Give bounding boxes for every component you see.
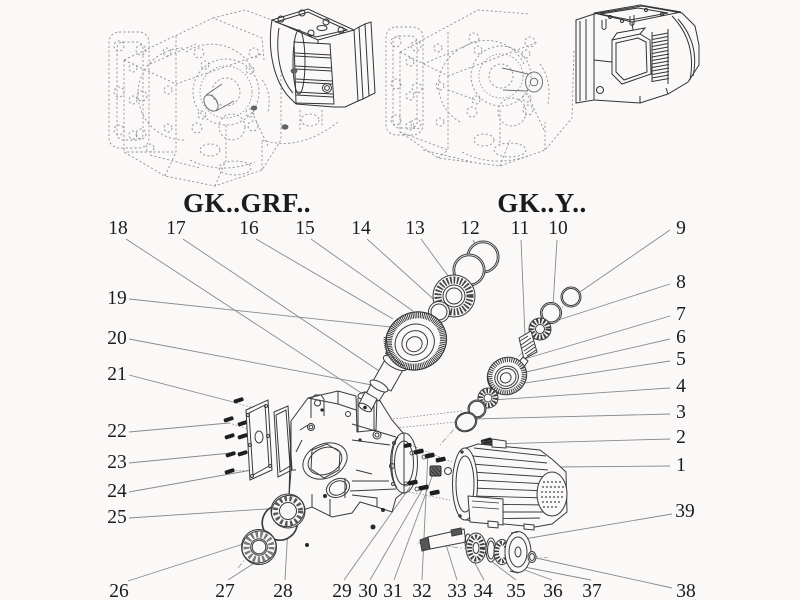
svg-text:19: 19	[107, 288, 127, 309]
svg-text:30: 30	[358, 581, 378, 600]
svg-text:3: 3	[676, 402, 686, 423]
svg-text:6: 6	[676, 327, 686, 348]
svg-text:36: 36	[543, 581, 563, 600]
svg-text:8: 8	[676, 272, 686, 293]
svg-text:23: 23	[107, 452, 127, 473]
svg-text:37: 37	[582, 581, 602, 600]
svg-text:22: 22	[107, 421, 127, 442]
svg-text:9: 9	[676, 218, 686, 239]
svg-text:7: 7	[676, 304, 686, 325]
svg-text:10: 10	[548, 218, 568, 239]
svg-text:12: 12	[460, 218, 480, 239]
svg-text:21: 21	[107, 364, 127, 385]
svg-text:14: 14	[351, 218, 371, 239]
svg-text:31: 31	[383, 581, 403, 600]
svg-text:24: 24	[107, 481, 127, 502]
svg-text:16: 16	[239, 218, 259, 239]
svg-text:28: 28	[273, 581, 293, 600]
svg-text:39: 39	[675, 501, 695, 522]
svg-text:2: 2	[676, 427, 686, 448]
svg-text:13: 13	[405, 218, 425, 239]
svg-text:33: 33	[447, 581, 467, 600]
svg-text:4: 4	[676, 376, 686, 397]
svg-text:32: 32	[412, 581, 432, 600]
svg-text:17: 17	[166, 218, 186, 239]
svg-text:15: 15	[295, 218, 315, 239]
svg-text:34: 34	[473, 581, 493, 600]
svg-text:27: 27	[215, 581, 235, 600]
svg-text:35: 35	[506, 581, 526, 600]
svg-text:5: 5	[676, 349, 686, 370]
svg-text:GK..GRF..: GK..GRF..	[183, 188, 311, 218]
svg-text:20: 20	[107, 328, 127, 349]
svg-text:GK..Y..: GK..Y..	[497, 188, 587, 218]
svg-text:11: 11	[511, 218, 530, 239]
svg-text:26: 26	[109, 581, 129, 600]
svg-text:18: 18	[108, 218, 128, 239]
svg-text:38: 38	[676, 581, 696, 600]
svg-text:29: 29	[332, 581, 352, 600]
svg-text:1: 1	[676, 455, 686, 476]
svg-text:25: 25	[107, 507, 127, 528]
